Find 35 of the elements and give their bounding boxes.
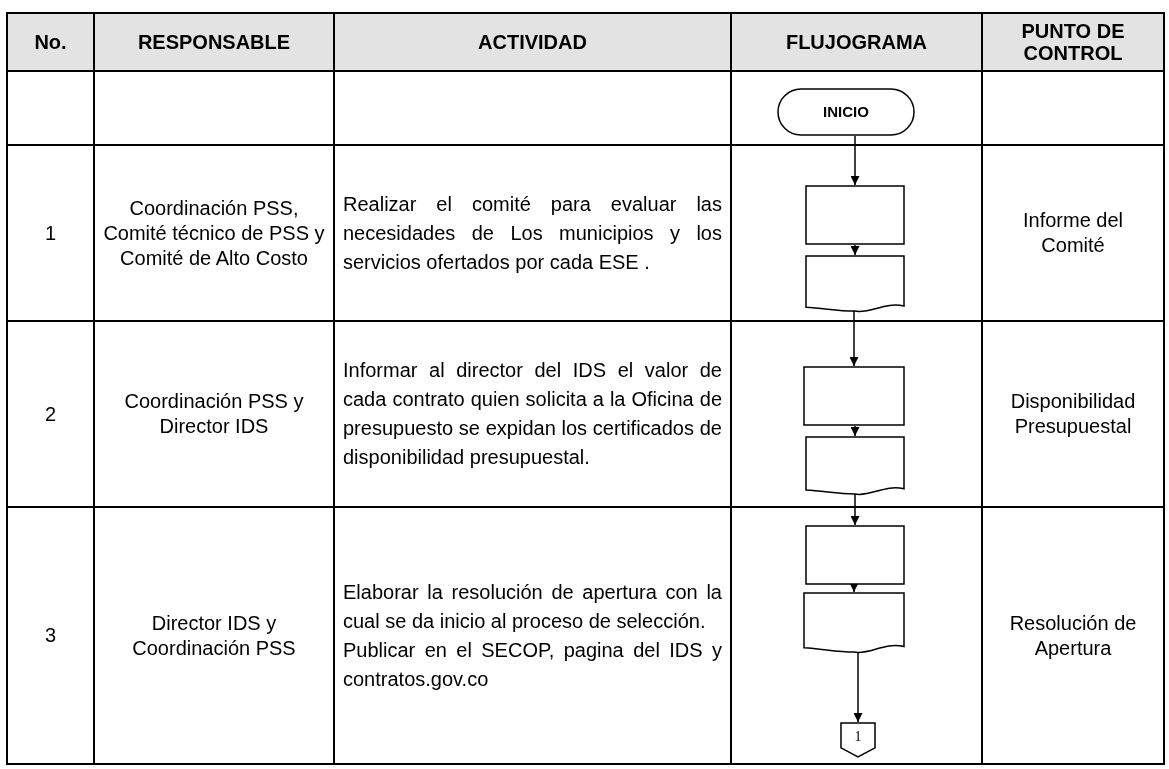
cell-text: Director IDS y Coordinación PSS [131, 610, 297, 661]
column-header: RESPONSABLE [136, 31, 292, 53]
node-label: INICIO [823, 101, 869, 122]
arrow [849, 310, 859, 367]
column-header: FLUJOGRAMA [784, 31, 929, 53]
cell-text: Coordinación PSS y Director IDS [123, 389, 305, 439]
activity-text: Realizar el comité para evaluar las necesidades de Los municipios y los servicios ofertados por cada ESE . [342, 191, 723, 275]
cell-text: 2 [43, 401, 58, 427]
cell-text: Coordinación PSS, Comité técnico de PSS y Comité de Alto Costo [102, 195, 326, 271]
offpage-connector [840, 722, 876, 758]
arrow [850, 493, 860, 526]
arrow [850, 244, 860, 256]
document-shape [803, 592, 905, 654]
process-box [805, 185, 905, 245]
document-shape [805, 255, 905, 313]
node-label: 1 [854, 727, 862, 746]
column-header: PUNTO DE CONTROL [1020, 20, 1126, 64]
column-header: No. [33, 31, 68, 53]
cell-text: 3 [43, 623, 58, 648]
document-shape [805, 436, 905, 496]
cell-text: 1 [43, 220, 58, 246]
arrow [849, 583, 859, 593]
cell-text: Informe del Comité [1021, 208, 1125, 258]
arrow [850, 425, 860, 437]
cell-text: Disponibilidad Presupuestal [1009, 389, 1137, 439]
process-box [805, 525, 905, 585]
arrow [850, 135, 860, 186]
start-terminal [777, 88, 915, 136]
cell-text: Resolución de Apertura [1008, 610, 1138, 661]
process-box [803, 366, 905, 426]
column-header: ACTIVIDAD [477, 31, 588, 53]
arrow [853, 651, 863, 723]
activity-text: Elaborar la resolución de apertura con la cual se da inicio al proceso de selección. [342, 579, 723, 634]
activity-text: Informar al director del IDS el valor de cada contrato quien solicita a la Oficina de presupuesto se expidan los certificados de disponibilidad presupuestal. [342, 358, 723, 470]
activity-text: Publicar en el SECOP, pagina del IDS y contratos.gov.co [342, 637, 723, 692]
